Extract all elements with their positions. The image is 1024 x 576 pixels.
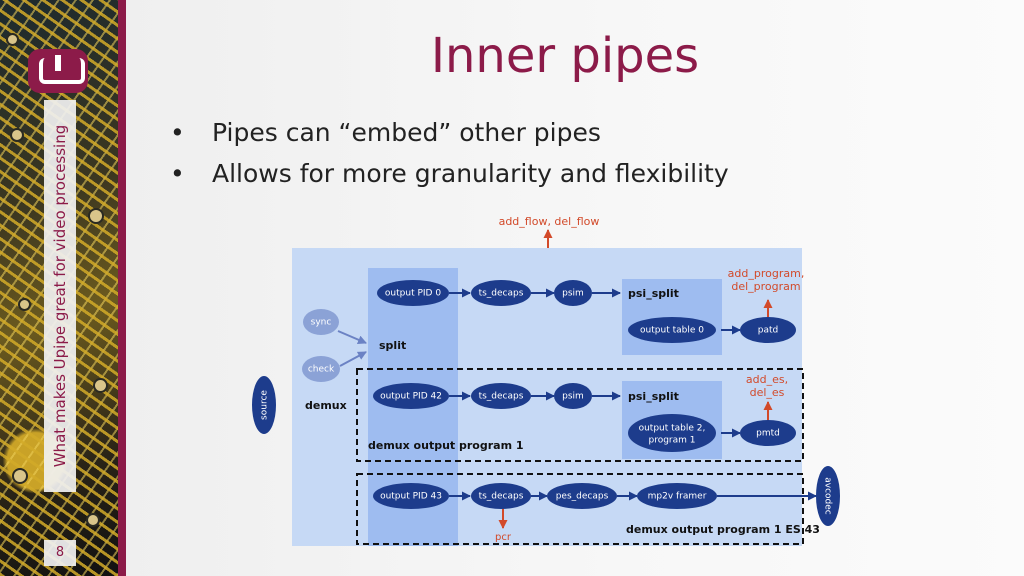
node-label: output PID 43: [380, 492, 442, 502]
decor-dot: [20, 300, 29, 309]
node-label: mp2v framer: [648, 492, 707, 502]
program-events-label: add_program,: [728, 267, 805, 280]
node-label: psim: [562, 392, 584, 402]
output-table-0-node: [628, 317, 716, 343]
decor-dot: [90, 210, 102, 222]
demux-label: demux: [305, 399, 347, 412]
node-label: ts_decaps: [479, 289, 524, 299]
psim-node: [554, 280, 592, 306]
psim-node: [554, 383, 592, 409]
pmtd-node: [740, 420, 796, 446]
node-label: output PID 0: [385, 289, 441, 299]
node-label: output table 2,: [639, 424, 706, 434]
decor-dot: [88, 515, 98, 525]
node-label: output table 0: [640, 326, 704, 336]
bullet-item: • Allows for more granularity and flexibi…: [170, 153, 729, 194]
output-pid-0-node: [377, 280, 449, 306]
avcodec-node: [816, 466, 840, 526]
split-label: split: [379, 339, 406, 352]
bullet-item: • Pipes can “embed” other pipes: [170, 112, 729, 153]
output-table-2-node: [628, 414, 716, 452]
sync-label: sync: [311, 318, 332, 328]
check-node: [302, 356, 340, 382]
ts-decaps-node: [471, 280, 531, 306]
slide-title: Inner pipes: [430, 28, 700, 84]
node-label: program 1: [648, 436, 695, 446]
node-label: pes_decaps: [556, 492, 609, 502]
output-pid-43-node: [373, 483, 449, 509]
psi-split-label: psi_split: [628, 390, 679, 403]
node-label: ts_decaps: [479, 492, 524, 502]
upipe-logo: [28, 49, 88, 93]
program-1-box-label: demux output program 1: [368, 439, 524, 452]
decor-dot: [8, 35, 17, 44]
mp2v-framer-node: [637, 483, 717, 509]
sync-arrow: [337, 330, 367, 344]
node-label: output PID 42: [380, 392, 442, 402]
pcr-event-label: pcr: [495, 532, 512, 543]
ts-decaps-node: [471, 483, 531, 509]
bullet-text: Pipes can “embed” other pipes: [212, 118, 601, 147]
es-43-box: [356, 473, 804, 545]
avcodec-label: avcodec: [823, 477, 833, 515]
bullet-dot-icon: •: [170, 118, 185, 147]
bullet-list: • Pipes can “embed” other pipes • Allows f…: [170, 112, 729, 194]
node-label: patd: [758, 326, 778, 336]
output-pid-42-node: [373, 383, 449, 409]
source-label: source: [260, 390, 270, 420]
patd-node: [740, 317, 796, 343]
decor-dot: [14, 470, 26, 482]
decor-dot: [12, 130, 22, 140]
bullet-text: Allows for more granularity and flexibil…: [212, 159, 729, 188]
sidebar-accent-border: [118, 0, 126, 576]
sidebar-title-panel: [44, 100, 76, 492]
node-label: ts_decaps: [479, 392, 524, 402]
node-label: psim: [562, 289, 584, 299]
pes-decaps-node: [547, 483, 617, 509]
check-arrow: [339, 351, 367, 367]
program-events-label: del_program: [731, 280, 800, 293]
node-label: pmtd: [756, 429, 780, 439]
flow-events-label: add_flow, del_flow: [499, 215, 600, 228]
es-events-label: del_es: [750, 386, 785, 399]
sync-node: [303, 309, 339, 335]
psi-split-label: psi_split: [628, 287, 679, 300]
bullet-dot-icon: •: [170, 159, 185, 188]
source-node: [252, 376, 276, 434]
check-label: check: [308, 365, 335, 375]
program-1-box: [356, 368, 804, 462]
ts-decaps-node: [471, 383, 531, 409]
page-number: 8: [44, 540, 76, 566]
es-43-box-label: demux output program 1 ES 43: [626, 523, 820, 536]
es-events-label: add_es,: [746, 373, 788, 386]
decor-dot: [95, 380, 106, 391]
